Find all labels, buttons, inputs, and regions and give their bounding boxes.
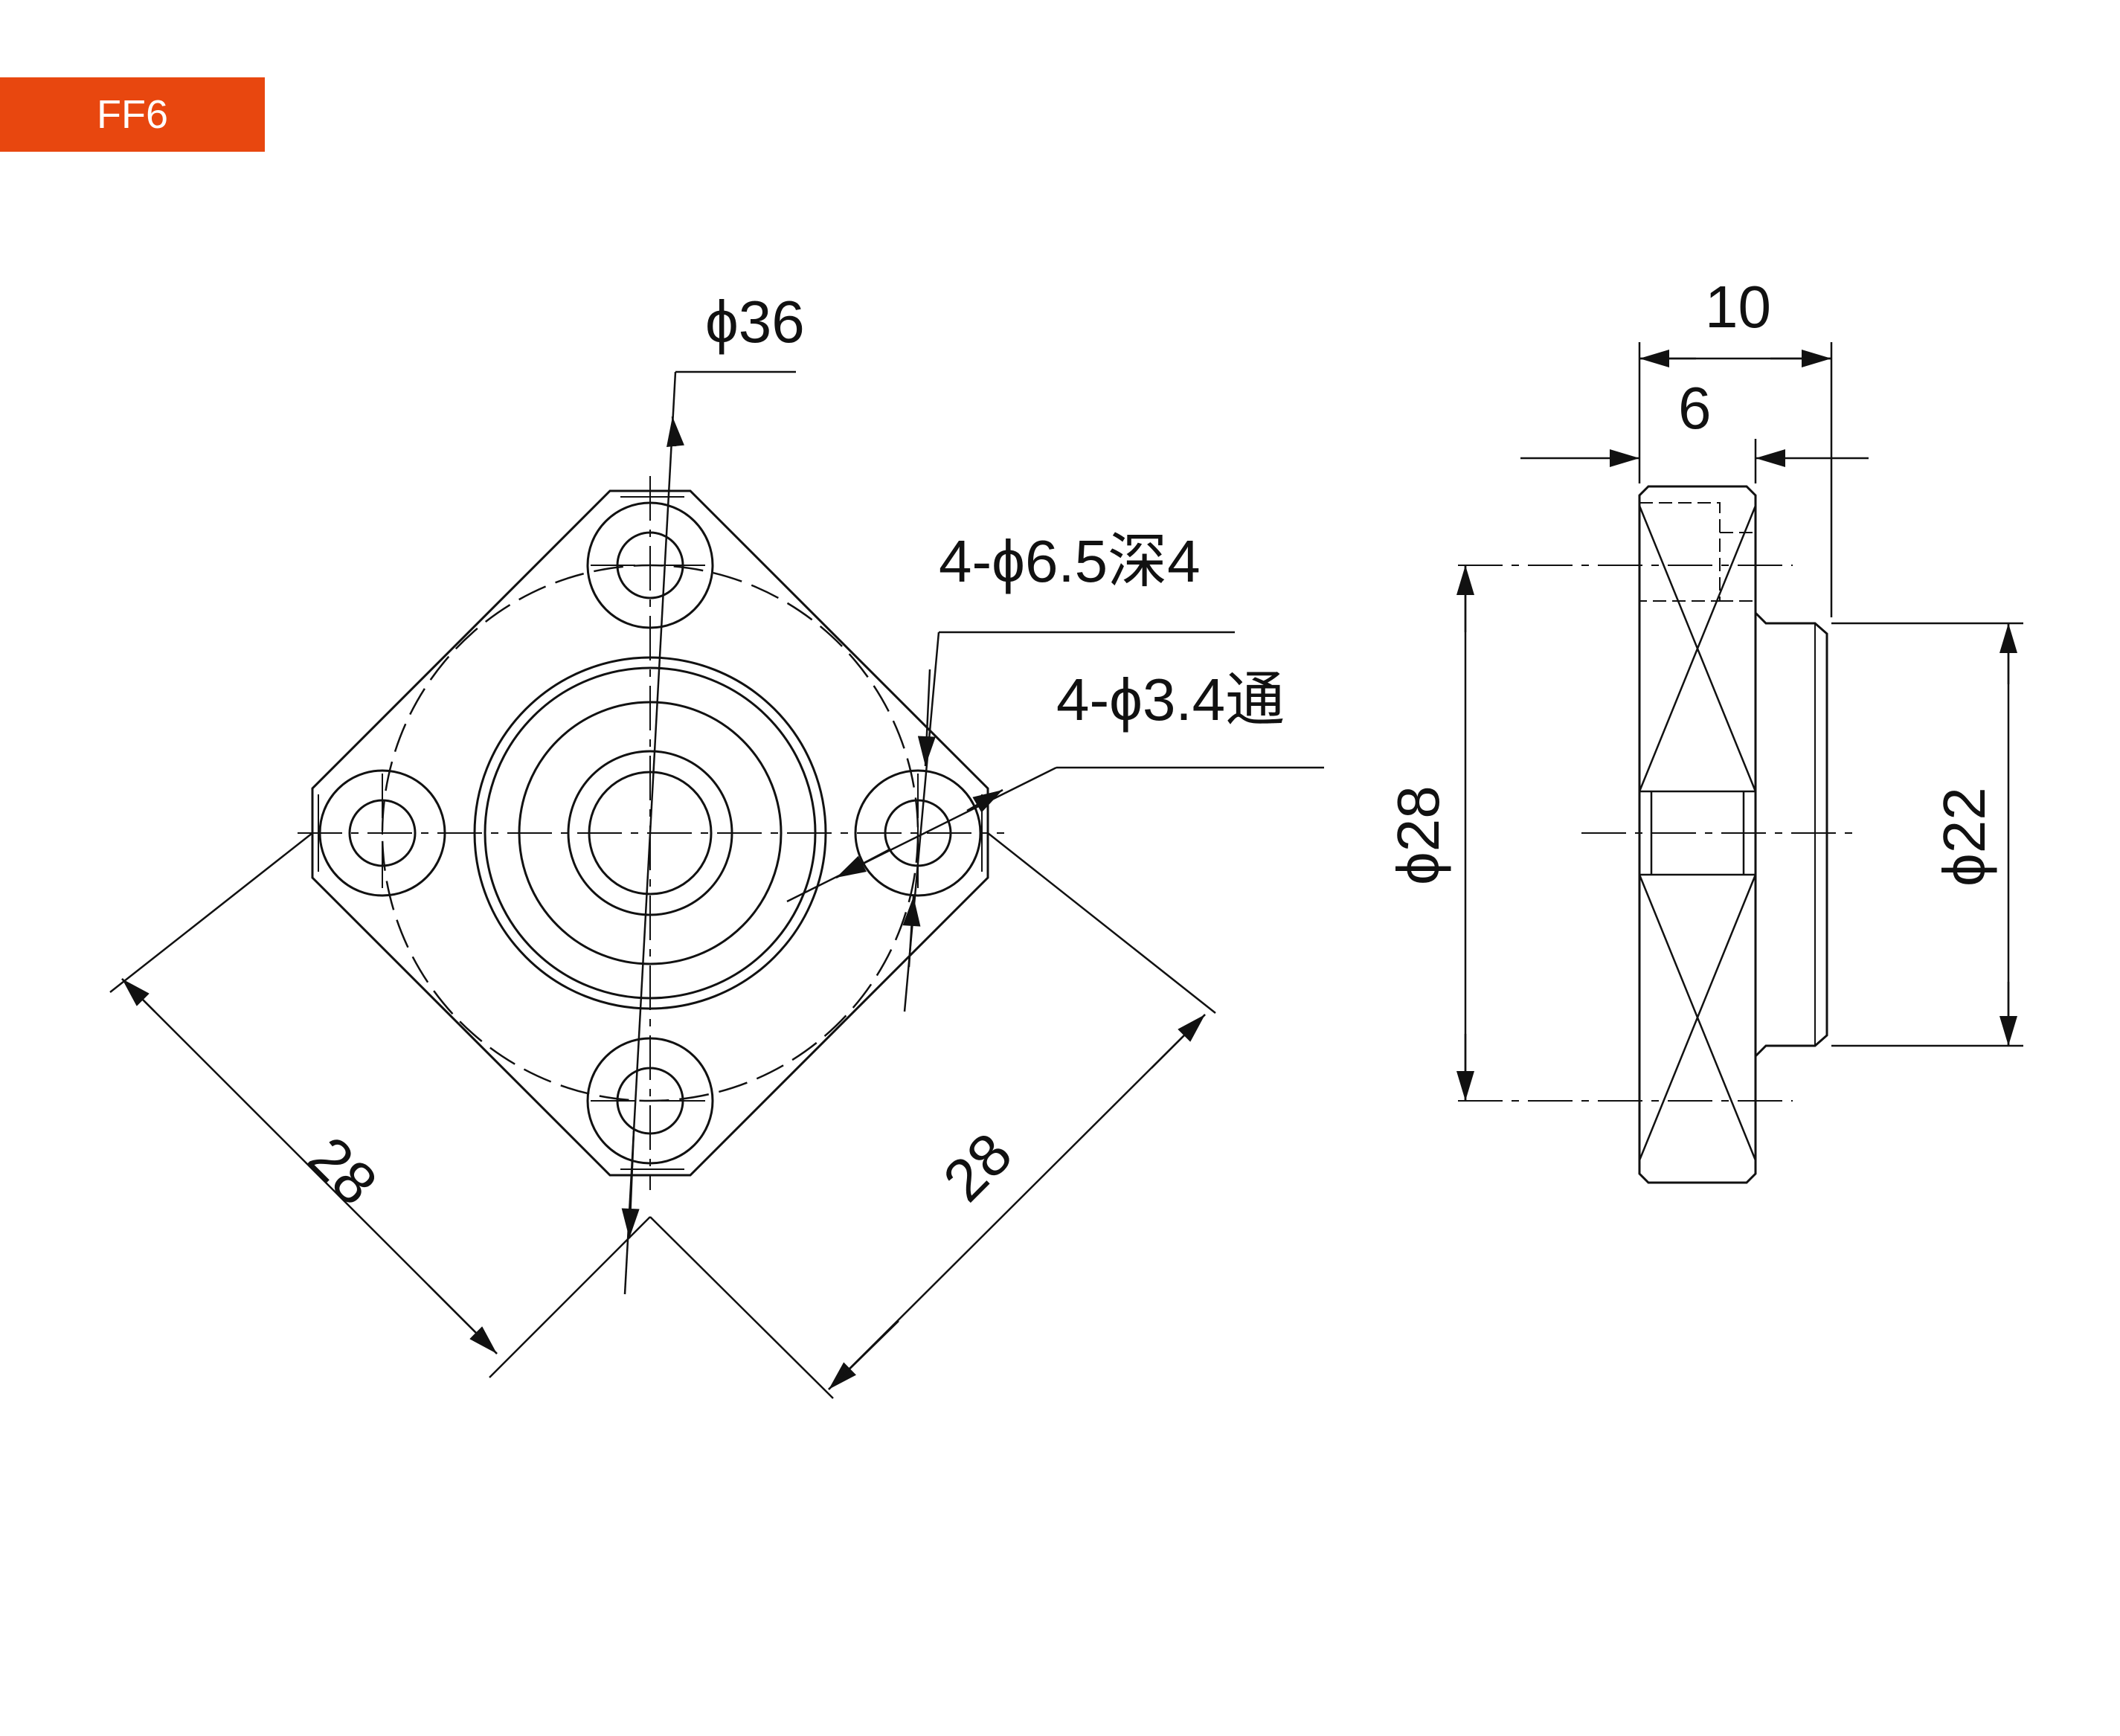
spigot-body [1754, 611, 1828, 1058]
counterbore-leader [902, 631, 1235, 1012]
through-hole-label: 4-ϕ3.4通 [1056, 666, 1285, 733]
model-badge: FF6 [0, 77, 265, 152]
width-label-right: 28 [931, 1120, 1024, 1214]
total-length-label: 10 [1705, 274, 1771, 340]
width-dimension-left [109, 832, 651, 1378]
side-view [1456, 342, 2023, 1184]
flange-outline [311, 489, 989, 1177]
flange-body [1638, 485, 1757, 1184]
flange-thickness-label: 6 [1678, 375, 1712, 441]
spigot-diameter-label: ϕ22 [1931, 787, 1997, 887]
model-label: FF6 [96, 92, 168, 137]
hidden-counterbore [1639, 502, 1756, 602]
pcd-dimension [621, 370, 796, 1295]
side-centerlines [1458, 565, 1860, 1102]
bearing-cross [1638, 505, 1757, 1161]
width-dimension-right [649, 832, 1216, 1399]
width-label-left: 28 [296, 1124, 390, 1218]
counterbore-label: 4-ϕ6.5深4 [939, 528, 1201, 594]
through-hole-leader [786, 766, 1324, 903]
pcd-label: ϕ36 [705, 289, 805, 355]
flange-diameter-label: ϕ28 [1385, 785, 1451, 885]
front-view [109, 370, 1324, 1399]
side-extension-lines [1638, 342, 2023, 1047]
